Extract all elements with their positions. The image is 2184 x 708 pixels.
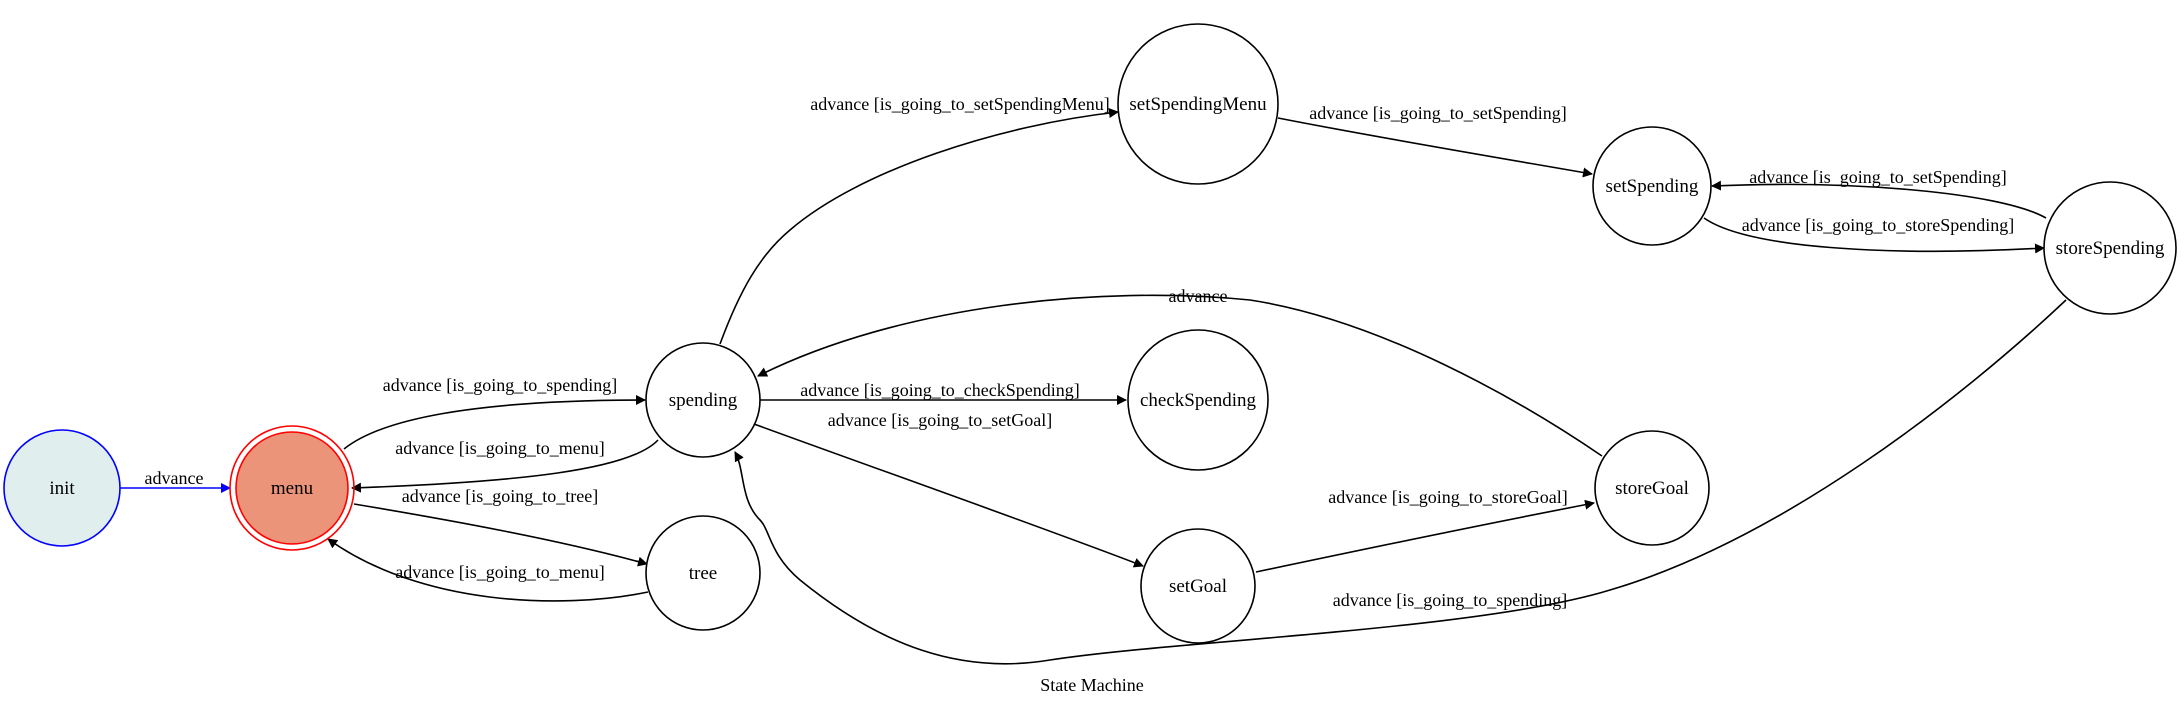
edge-label-spending-to-checkspending: advance [is_going_to_checkSpending] xyxy=(800,380,1079,400)
edge-label-tree-to-menu: advance [is_going_to_menu] xyxy=(395,562,604,582)
edge-label-setgoal-to-storegoal: advance [is_going_to_storeGoal] xyxy=(1328,487,1567,507)
edge-setspending-to-storespending: advance [is_going_to_storeSpending] xyxy=(1703,215,2045,254)
edge-tree-to-menu: advance [is_going_to_menu] xyxy=(327,538,649,602)
edge-label-setspendingmenu-to-setspending: advance [is_going_to_setSpending] xyxy=(1309,103,1566,123)
edge-label-storespending-to-spending: advance [is_going_to_spending] xyxy=(1333,590,1567,610)
edge-label-storegoal-to-spending: advance xyxy=(1169,286,1228,306)
edge-storespending-to-spending: advance [is_going_to_spending] xyxy=(734,299,2067,665)
edge-label-spending-to-setgoal: advance [is_going_to_setGoal] xyxy=(828,410,1052,430)
nodes: init menu spending tree setSpendingMenu … xyxy=(3,23,2177,644)
state-label-setspending: setSpending xyxy=(1606,176,1699,197)
edge-spending-to-checkspending: advance [is_going_to_checkSpending] xyxy=(760,380,1127,405)
state-label-checkspending: checkSpending xyxy=(1140,390,1257,411)
state-setspending: setSpending xyxy=(1592,126,1712,246)
state-label-spending: spending xyxy=(669,390,738,411)
state-storegoal: storeGoal xyxy=(1594,430,1710,546)
state-label-tree: tree xyxy=(689,563,717,584)
edge-label-menu-to-tree: advance [is_going_to_tree] xyxy=(402,486,598,506)
state-label-setgoal: setGoal xyxy=(1169,576,1227,597)
state-checkspending: checkSpending xyxy=(1127,329,1269,471)
edge-label-init-to-menu: advance xyxy=(145,468,204,488)
state-label-storegoal: storeGoal xyxy=(1615,478,1689,499)
edges: advance advance [is_going_to_spending] a… xyxy=(120,94,2067,665)
edge-label-spending-to-menu: advance [is_going_to_menu] xyxy=(395,438,604,458)
state-label-init: init xyxy=(49,478,75,499)
state-label-menu: menu xyxy=(271,478,314,499)
state-label-storespending: storeSpending xyxy=(2056,238,2165,259)
edge-label-setspending-to-storespending: advance [is_going_to_storeSpending] xyxy=(1742,215,2014,235)
edge-setspendingmenu-to-setspending: advance [is_going_to_setSpending] xyxy=(1277,103,1593,178)
state-tree: tree xyxy=(645,515,761,631)
edge-init-to-menu: advance xyxy=(120,468,231,493)
edge-setgoal-to-storegoal: advance [is_going_to_storeGoal] xyxy=(1255,487,1595,573)
edge-menu-to-tree: advance [is_going_to_tree] xyxy=(353,486,648,567)
edge-menu-to-spending: advance [is_going_to_spending] xyxy=(343,375,646,450)
edge-storespending-to-setspending: advance [is_going_to_setSpending] xyxy=(1711,167,2047,219)
edge-storegoal-to-spending: advance xyxy=(757,286,1603,457)
edge-label-spending-to-setspendingmenu: advance [is_going_to_setSpendingMenu] xyxy=(810,94,1109,114)
edge-spending-to-setspendingmenu: advance [is_going_to_setSpendingMenu] xyxy=(719,94,1119,345)
state-menu: menu xyxy=(229,425,355,551)
state-storespending: storeSpending xyxy=(2043,181,2177,315)
state-init: init xyxy=(3,429,121,547)
state-setgoal: setGoal xyxy=(1140,528,1256,644)
edge-spending-to-setgoal: advance [is_going_to_setGoal] xyxy=(753,410,1144,568)
state-spending: spending xyxy=(645,342,761,458)
edge-label-menu-to-spending: advance [is_going_to_spending] xyxy=(383,375,617,395)
diagram-caption: State Machine xyxy=(1040,675,1143,695)
state-label-setspendingmenu: setSpendingMenu xyxy=(1129,94,1267,115)
edge-spending-to-menu: advance [is_going_to_menu] xyxy=(351,438,659,493)
state-setspendingmenu: setSpendingMenu xyxy=(1117,23,1279,185)
edge-label-storespending-to-setspending: advance [is_going_to_setSpending] xyxy=(1749,167,2006,187)
